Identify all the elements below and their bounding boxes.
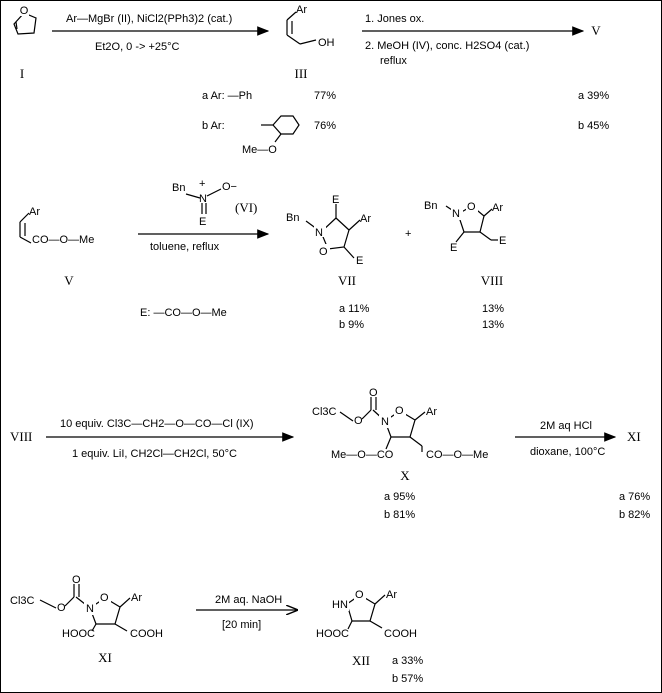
label-X: X (400, 468, 410, 483)
vii-e1: E (332, 194, 339, 206)
methoxyphenyl-structure (261, 115, 300, 143)
yield-X-b: b 81% (384, 509, 415, 521)
atom-O: O (20, 5, 29, 17)
xii-o: O (355, 589, 364, 601)
x-n: N (381, 416, 389, 428)
yield-XII-a: a 33% (392, 655, 423, 667)
structure-XI (39, 584, 131, 632)
yield-V-b: b 45% (578, 120, 609, 132)
structure-VIII (445, 200, 498, 243)
arrow2-reagents: 2M aq HCl (540, 420, 592, 432)
vii-e2: E (356, 255, 363, 267)
variant-b-subst: Me—O (242, 144, 277, 156)
xi-o1: O (57, 602, 66, 614)
variant-b-label: b Ar: (202, 120, 225, 132)
yield-VII-a: a 11% (339, 303, 370, 315)
x-o3: O (395, 405, 404, 417)
label-I: I (20, 66, 24, 81)
label-V: V (64, 273, 74, 288)
vii-ar: Ar (360, 213, 371, 225)
arrow-conditions: toluene, reflux (150, 241, 220, 253)
yield-VIII-a: 13% (482, 303, 504, 315)
variant-a-yield: 77% (314, 90, 336, 102)
arrow-conditions: [20 min] (222, 619, 261, 631)
arrow2-step1: 1. Jones ox. (365, 13, 424, 25)
xii-cooh: COOH (384, 628, 417, 640)
ester-group: CO—O—Me (32, 234, 94, 246)
viii-o: O (467, 201, 476, 213)
label-VIII: VIII (481, 273, 503, 288)
yield-VII-b: b 9% (339, 319, 364, 331)
x-o1: O (354, 415, 363, 427)
arrow2-step2: 2. MeOH (IV), conc. H2SO4 (cat.) (365, 40, 529, 52)
variant-b-yield: 76% (314, 120, 336, 132)
structure-XII (333, 588, 386, 630)
xii-hn: HN (332, 599, 348, 611)
x-meoo: Me—O—CO (331, 449, 394, 461)
arrow1-reagents: 10 equiv. Cl3C—CH2—O—CO—Cl (IX) (60, 418, 254, 430)
label-VII: VII (338, 273, 356, 288)
yield-XI-b: b 82% (619, 509, 650, 521)
label-V: V (591, 23, 601, 38)
viii-e2: E (499, 235, 506, 247)
label-XII: XII (352, 653, 370, 668)
nitrone-plus: + (199, 178, 205, 190)
viii-n: N (452, 208, 460, 220)
xi-n: N (86, 603, 94, 615)
nitrone-n: N (199, 193, 207, 205)
structure-X (339, 397, 426, 452)
x-right-ester: CO—O—Me (426, 449, 488, 461)
structure-VII (305, 204, 361, 259)
arrow1-reagents: Ar—MgBr (II), NiCl2(PPh3)2 (cat.) (66, 13, 232, 25)
xi-ar: Ar (131, 592, 142, 604)
viii-bn: Bn (424, 200, 437, 212)
structure-I: O (13, 4, 37, 35)
nitrone-bn: Bn (172, 182, 185, 194)
atom-OH: OH (318, 37, 335, 49)
xii-ar: Ar (386, 589, 397, 601)
label-XI: XI (98, 650, 112, 665)
yield-X-a: a 95% (384, 491, 415, 503)
nitrone-label: (VI) (235, 200, 257, 215)
atom-Ar: Ar (296, 4, 307, 16)
arrow1-conditions: Et2O, 0 -> +25°C (95, 41, 180, 53)
atom-Ar: Ar (29, 206, 40, 218)
nitrone-o: O− (222, 181, 237, 193)
vii-o: O (319, 246, 328, 258)
vii-bn: Bn (286, 212, 299, 224)
vii-n: N (315, 227, 323, 239)
xii-hooc: HOOC (316, 628, 349, 640)
label-III: III (295, 66, 308, 81)
nitrone-e: E (199, 216, 206, 228)
label-VIII: VIII (10, 429, 32, 444)
e-definition: E: —CO—O—Me (140, 307, 227, 319)
variant-a-label: a Ar: —Ph (202, 90, 252, 102)
viii-ar: Ar (492, 202, 503, 214)
arrow-reagents: 2M aq. NaOH (215, 594, 282, 606)
xi-o2: O (72, 574, 81, 586)
arrow2-conditions: dioxane, 100°C (530, 446, 605, 458)
arrow1-conditions: 1 equiv. LiI, CH2Cl—CH2Cl, 50°C (72, 448, 237, 460)
label-XI: XI (627, 429, 641, 444)
arrow2-step3: reflux (380, 55, 407, 67)
xi-hooc: HOOC (62, 628, 95, 640)
xi-cooh: COOH (130, 628, 163, 640)
x-cl3c: Cl3C (312, 406, 337, 418)
structure-V (19, 212, 32, 244)
viii-e1: E (450, 242, 457, 254)
plus-sign: + (405, 228, 411, 240)
yield-V-a: a 39% (578, 90, 609, 102)
structure-III (286, 11, 317, 45)
x-o2: O (369, 387, 378, 399)
x-ar: Ar (426, 406, 437, 418)
xi-o3: O (100, 592, 109, 604)
yield-XI-a: a 76% (619, 491, 650, 503)
yield-XII-b: b 57% (392, 673, 423, 685)
xi-cl3c: Cl3C (10, 595, 35, 607)
yield-VIII-b: 13% (482, 319, 504, 331)
structure-VI (185, 188, 222, 214)
